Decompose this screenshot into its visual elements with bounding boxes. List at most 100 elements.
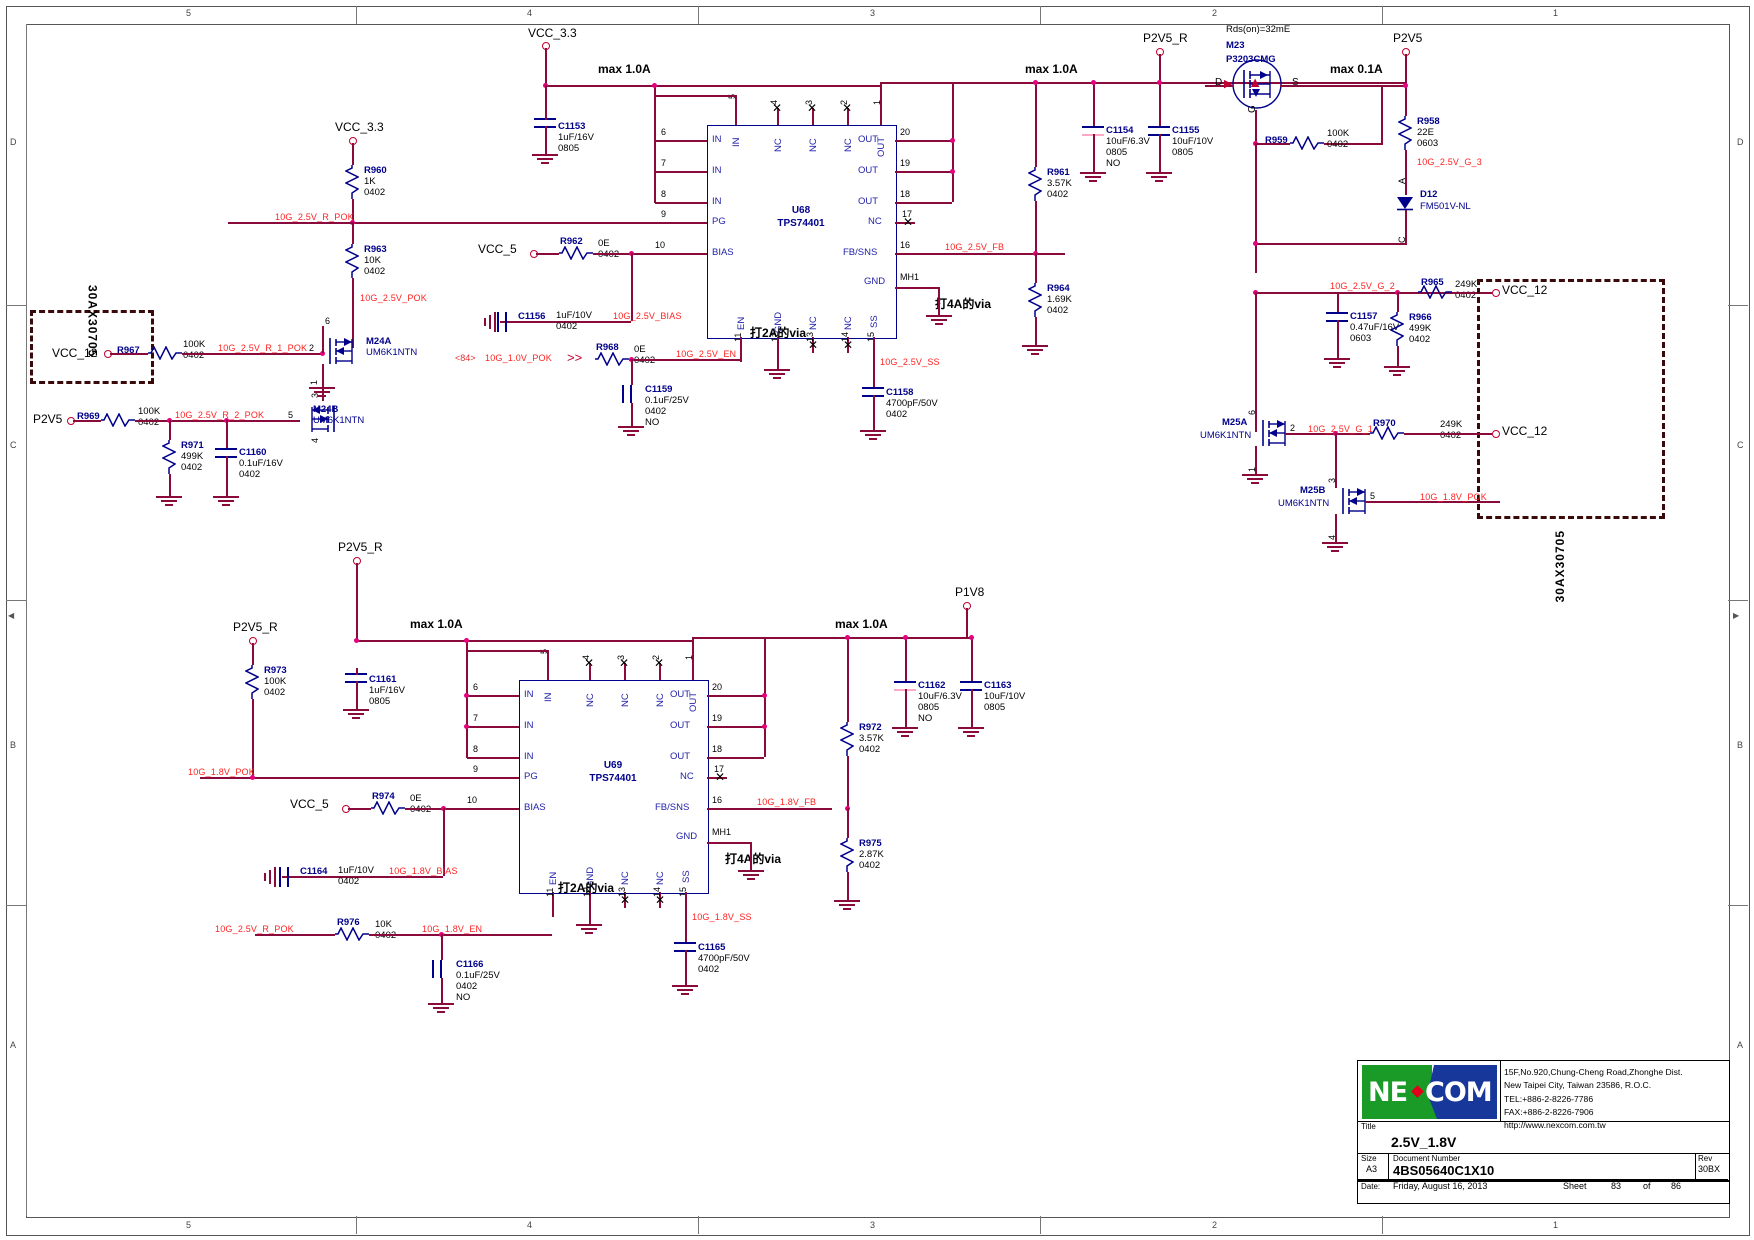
mos-m25a-symbol[interactable]: [1255, 412, 1297, 454]
res-r972-pkg: 0402: [859, 744, 881, 755]
ic-u68-part: TPS74401: [777, 217, 825, 229]
ground-u68-mh1: [924, 315, 954, 327]
cap-c1157-ref: C1157: [1350, 311, 1378, 322]
res-r975[interactable]: [840, 838, 854, 872]
cap-c1153-ref: C1153: [558, 121, 586, 132]
port-label-vcc5-u69: VCC_5: [290, 797, 329, 811]
ground-c1163: [956, 727, 986, 739]
res-r963[interactable]: [345, 244, 359, 278]
diode-d12-part: FM501V-NL: [1420, 201, 1471, 212]
cap-c1156[interactable]: [497, 312, 515, 332]
res-r964-ref: R964: [1047, 283, 1070, 294]
res-r964-pkg: 0402: [1047, 305, 1069, 316]
res-r973-ref: R973: [264, 665, 287, 676]
net-10g25v-en: 10G_2.5V_EN: [676, 349, 737, 359]
res-r976[interactable]: [335, 927, 369, 941]
res-r968-pkg: 0402: [634, 356, 655, 366]
res-r958-ref: R958: [1417, 116, 1440, 127]
res-r974-val: 0E: [410, 793, 422, 804]
cap-c1166[interactable]: [432, 960, 450, 978]
mos-m23-symbol[interactable]: [1230, 58, 1284, 112]
res-r971[interactable]: [162, 440, 176, 474]
net-10g18v-en: 10G_1.8V_EN: [422, 924, 483, 934]
mos-m23-ref: M23: [1226, 40, 1245, 51]
cap-c1155-ref: C1155: [1172, 125, 1200, 136]
frame-tick-top-2: 2: [1212, 8, 1218, 18]
res-r970[interactable]: [1370, 426, 1404, 440]
res-r972[interactable]: [840, 722, 854, 756]
res-r968[interactable]: [595, 352, 629, 366]
frame-tick-bottom-2: 2: [1212, 1220, 1218, 1230]
ground-c1155: [1144, 172, 1174, 184]
address-line-2: New Taipei City, Taiwan 23586, R.O.C.: [1504, 1080, 1652, 1091]
res-r965-pkg: 0402: [1455, 290, 1477, 301]
frame-tick-left-C: C: [10, 440, 17, 450]
res-r964-val: 1.69K: [1047, 294, 1072, 305]
res-r958-val: 22E: [1417, 127, 1434, 138]
ground-m25a: [1240, 474, 1270, 486]
frame-tick-top-4: 4: [527, 8, 533, 18]
res-r965-val: 249K: [1455, 279, 1478, 290]
ic-u69-body[interactable]: [519, 680, 709, 894]
res-r965-ref: R965: [1421, 277, 1444, 288]
port-label-vcc33-top: VCC_3.3: [528, 26, 577, 40]
port-vcc12-r2[interactable]: [1492, 430, 1500, 438]
res-r973[interactable]: [245, 665, 259, 699]
port-vcc12-r1[interactable]: [1492, 289, 1500, 297]
cap-c1160-val: 0.1uF/16V: [239, 458, 283, 469]
port-label-vcc12-r2: VCC_12: [1502, 424, 1548, 438]
frame-tick-top-5: 5: [186, 8, 192, 18]
nexcom-logo: NE COM: [1362, 1065, 1497, 1119]
res-r975-val: 2.87K: [859, 849, 884, 860]
diode-d12-symbol[interactable]: [1395, 195, 1415, 211]
mos-m25a-part: UM6K1NTN: [1200, 430, 1252, 441]
res-r959[interactable]: [1290, 136, 1324, 150]
res-r967[interactable]: [148, 346, 182, 360]
res-r959-val: 100K: [1327, 128, 1350, 139]
res-r960[interactable]: [345, 165, 359, 199]
res-r970-val: 249K: [1440, 419, 1463, 430]
res-r962[interactable]: [559, 246, 593, 260]
res-r961-ref: R961: [1047, 167, 1070, 178]
title-block: NE COM 15F,No.920,Chung-Cheng Road,Zhong…: [1357, 1060, 1730, 1191]
mos-m24a-part: UM6K1NTN: [366, 347, 418, 358]
res-r975-pkg: 0402: [859, 860, 881, 871]
res-r969-pkg: 0402: [138, 417, 160, 428]
frame-tick-right-B: B: [1737, 740, 1744, 750]
ic-u68-body[interactable]: [707, 125, 897, 339]
cap-c1160-ref: C1160: [239, 447, 267, 458]
res-r962-pkg: 0402: [598, 250, 619, 260]
ground-m25b: [1320, 542, 1350, 554]
dashed-box-left-label: 30AX30705: [85, 285, 100, 358]
cap-c1153-val: 1uF/16V: [558, 132, 594, 143]
title-value: 2.5V_1.8V: [1391, 1134, 1457, 1150]
res-r966-ref: R966: [1409, 312, 1432, 323]
mos-m25a-ref: M25A: [1222, 417, 1248, 428]
ground-u69-pin12: [574, 924, 604, 936]
res-r958[interactable]: [1398, 116, 1412, 150]
mos-m24a-symbol[interactable]: [322, 330, 364, 372]
ground-c1156: [478, 312, 496, 332]
cap-c1153-pkg: 0805: [558, 143, 580, 154]
cap-c1162-note: NO: [918, 713, 933, 724]
mos-m25b-symbol[interactable]: [1335, 480, 1377, 522]
res-r965[interactable]: [1418, 285, 1452, 299]
frame-tick-top-1: 1: [1553, 8, 1559, 18]
mos-m24a-ref: M24A: [366, 336, 392, 347]
cap-c1159[interactable]: [622, 385, 640, 403]
res-r974[interactable]: [371, 801, 405, 815]
cap-c1166-val: 0.1uF/25V: [456, 970, 500, 981]
res-r959-pkg: 0402: [1327, 139, 1349, 150]
res-r966[interactable]: [1390, 312, 1404, 346]
cap-c1164[interactable]: [279, 867, 297, 887]
frame-tick-top-3: 3: [870, 8, 876, 18]
mos-m24b-symbol[interactable]: [300, 398, 342, 440]
res-r969[interactable]: [101, 413, 135, 427]
frame-tick-bottom-3: 3: [870, 1220, 876, 1230]
net-10g25v-bias: 10G_2.5V_BIAS: [613, 311, 682, 321]
res-r964[interactable]: [1028, 283, 1042, 317]
res-r961[interactable]: [1028, 167, 1042, 201]
mos-m24b-part: UM6K1NTN: [313, 415, 365, 426]
res-r958-pkg: 0603: [1417, 138, 1439, 149]
of-label: of: [1643, 1181, 1651, 1191]
